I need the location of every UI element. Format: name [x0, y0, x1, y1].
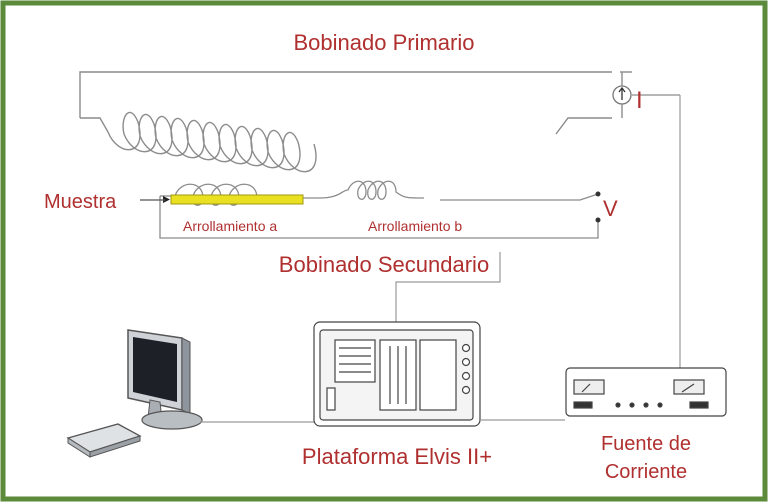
computer-icon	[66, 329, 203, 458]
power-source-label-line1: Fuente de	[601, 433, 691, 455]
primary-left-lead	[80, 117, 109, 133]
secondary-coil-label: Bobinado Secundario	[279, 252, 489, 277]
voltage-terminals	[595, 191, 601, 223]
winding-b-loops	[319, 180, 425, 200]
voltage-marker-label: V	[603, 196, 618, 221]
sample-label: Muestra	[44, 191, 117, 213]
platform-label: Plataforma Elvis II+	[302, 444, 492, 469]
primary-coil-label: Bobinado Primario	[294, 30, 475, 55]
primary-coil	[79, 71, 632, 173]
current-marker-label: I	[636, 87, 643, 114]
current-source-icon	[612, 72, 680, 118]
primary-top-wire	[79, 71, 612, 118]
power-source-label-line2: Corriente	[605, 461, 687, 483]
wire-secondary-to-elvis	[395, 252, 501, 325]
sample-bar	[140, 194, 304, 205]
winding-a-label: Arrollamiento a	[183, 218, 277, 234]
elvis-platform-icon	[313, 321, 481, 427]
primary-loops	[107, 111, 317, 173]
secondary-right-wire	[440, 193, 599, 201]
primary-right-lead	[555, 117, 612, 135]
power-supply-icon	[565, 367, 727, 417]
secondary-return-wire	[159, 196, 599, 239]
winding-b-label: Arrollamiento b	[368, 218, 462, 234]
